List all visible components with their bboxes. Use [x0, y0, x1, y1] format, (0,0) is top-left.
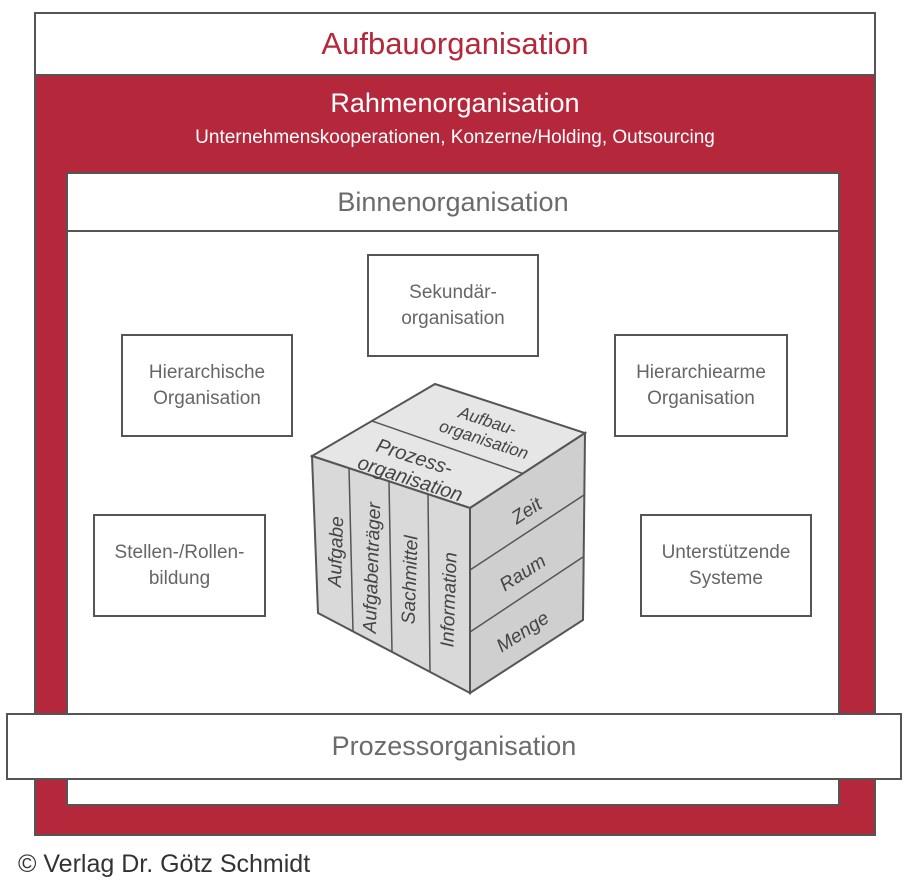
cube-side-divider — [469, 494, 585, 571]
copyright-notice: © Verlag Dr. Götz Schmidt — [18, 850, 311, 878]
node-line: Systeme — [689, 567, 763, 589]
aufbauorganisation-title: Aufbauorganisation — [34, 12, 876, 76]
cube-front-divider — [348, 467, 354, 632]
cube-top-divider — [371, 420, 528, 476]
cube-column-aufgabentraeger: Aufgabenträger — [360, 501, 386, 634]
rahmenorganisation-title: Rahmenorganisation — [330, 88, 580, 118]
node-line: Sekundär- — [409, 281, 497, 303]
cube-side-divider — [469, 556, 584, 633]
cube-column-information: Information — [437, 552, 461, 648]
node-line: Stellen-/Rollen- — [114, 541, 245, 563]
prozessorganisation-label: Prozessorganisation — [331, 731, 577, 761]
node-line: bildung — [148, 567, 211, 589]
node-line: Unterstützende — [661, 541, 791, 563]
node-line: Hierarchiearme — [636, 361, 766, 383]
node-line: Hierarchische — [148, 361, 266, 383]
node-sekundaerorganisation: Sekundär-organisation — [367, 254, 539, 357]
node-line: Organisation — [153, 387, 261, 409]
node-line: organisation — [401, 307, 505, 329]
binnenorganisation-label: Binnenorganisation — [337, 186, 569, 217]
cube-front-divider — [427, 493, 431, 673]
cube-column-sachmittel: Sachmittel — [398, 534, 422, 624]
node-stellen-rollenbildung: Stellen-/Rollen-bildung — [93, 514, 266, 617]
node-line: Organisation — [647, 387, 755, 409]
binnenorganisation-header: Binnenorganisation — [66, 172, 840, 232]
rahmenorganisation-subtitle: Unternehmenskooperationen, Konzerne/Hold… — [195, 127, 715, 148]
cube-front-divider — [388, 480, 393, 653]
prozessorganisation-bar: Prozessorganisation — [6, 713, 902, 780]
cube-column-aufgabe: Aufgabe — [325, 516, 348, 588]
aufbauorganisation-label: Aufbauorganisation — [321, 26, 589, 61]
